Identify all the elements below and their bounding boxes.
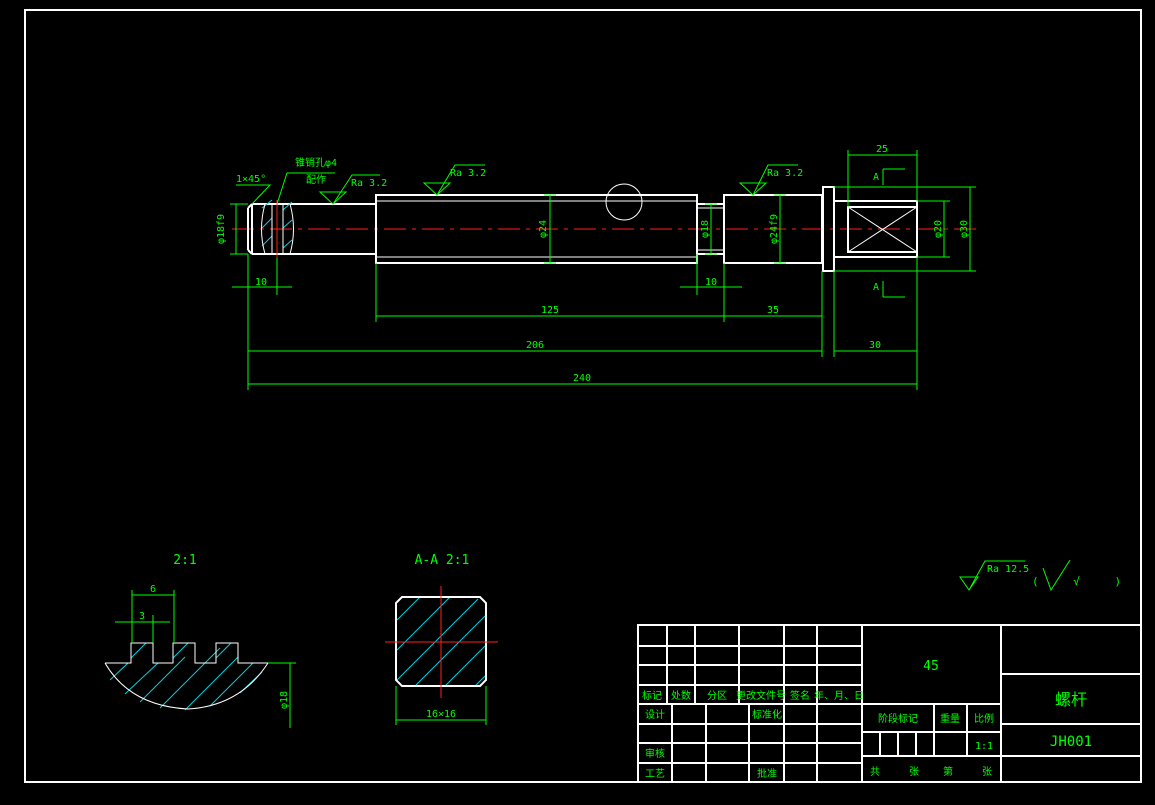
dim-shaft: 206 bbox=[526, 340, 544, 351]
sheets-total: 共 bbox=[870, 766, 880, 778]
pin-hole-hatch bbox=[261, 199, 293, 249]
dim-middle: 125 bbox=[541, 305, 559, 316]
design-label: 设计 bbox=[645, 708, 665, 721]
dimension-lines bbox=[230, 150, 976, 390]
hdr-mark: 标记 bbox=[642, 690, 662, 702]
pin-note-text: 配作 bbox=[306, 174, 326, 186]
flat-cross bbox=[847, 206, 918, 253]
scale-value: 1:1 bbox=[975, 741, 993, 752]
dim-overall: 240 bbox=[573, 373, 591, 384]
dim-pin-offset: 10 bbox=[255, 277, 267, 288]
section-title: A-A 2:1 bbox=[415, 553, 470, 568]
detail-pitch: 6 bbox=[150, 584, 156, 595]
detail-scale: 2:1 bbox=[173, 553, 196, 568]
square-flat bbox=[847, 206, 918, 253]
part-name: 螺杆 bbox=[1055, 690, 1087, 709]
sheet-no: 第 bbox=[943, 765, 953, 778]
dim-right: 35 bbox=[767, 305, 779, 316]
title-block: 标记 处数 分区 更改文件号 签名 年、月、日 设计 标准化 审核 工艺 批准 … bbox=[637, 624, 1142, 783]
sheet-unit2: 张 bbox=[982, 766, 992, 778]
pin-hole bbox=[261, 203, 294, 255]
detail-view: 2:1 6 3 φ18 bbox=[104, 553, 296, 728]
surface-roughness-note: Ra 12.5 ( √ ) bbox=[959, 559, 1135, 592]
dia-collar: φ30 bbox=[959, 220, 970, 238]
dia-square: φ20 bbox=[933, 220, 944, 238]
thread-root-lines bbox=[376, 200, 697, 258]
dim-square: 25 bbox=[876, 144, 888, 155]
hdr-zone: 分区 bbox=[707, 690, 727, 702]
shaft-main-view bbox=[232, 183, 980, 272]
dia-middle: φ24 bbox=[538, 220, 549, 238]
dimension-texts: 1×45° 锥销孔φ4 配作 Ra 3.2 Ra 3.2 Ra 3.2 φ18f… bbox=[216, 144, 970, 384]
detail-tooth: 3 bbox=[139, 611, 145, 622]
dia-neck: φ18 bbox=[700, 220, 711, 238]
stage-label: 阶段标记 bbox=[878, 712, 918, 725]
detail-dia: φ18 bbox=[279, 691, 290, 709]
section-size: 16×16 bbox=[426, 709, 456, 720]
drawing-border bbox=[24, 9, 1142, 783]
detail-circle bbox=[605, 183, 643, 221]
dia-left: φ18f9 bbox=[216, 214, 227, 244]
square-section bbox=[395, 596, 487, 687]
roughness-3: Ra 3.2 bbox=[767, 168, 803, 179]
material: 45 bbox=[923, 659, 939, 674]
roughness-other: ( √ ) bbox=[1032, 575, 1135, 588]
scale-label: 比例 bbox=[974, 712, 994, 725]
drawing-number: JH001 bbox=[1050, 734, 1092, 750]
hdr-sign: 签名 bbox=[790, 689, 810, 702]
approve-label: 批准 bbox=[757, 767, 777, 780]
dim-neck: 10 bbox=[705, 277, 717, 288]
standardize-label: 标准化 bbox=[752, 708, 782, 721]
process-label: 工艺 bbox=[645, 768, 665, 780]
hdr-doc: 更改文件号 bbox=[736, 689, 786, 702]
weight-label: 重量 bbox=[940, 712, 960, 725]
chamfer-text: 1×45° bbox=[236, 174, 266, 185]
roughness-general: Ra 12.5 bbox=[987, 564, 1029, 575]
dia-right: φ24f9 bbox=[769, 214, 780, 244]
left-journal bbox=[247, 203, 376, 255]
thread-profile bbox=[104, 642, 269, 710]
pin-hole-text: 锥销孔φ4 bbox=[295, 156, 337, 169]
dim-head: 30 bbox=[869, 340, 881, 351]
section-view: A-A 2:1 16×16 bbox=[385, 553, 498, 725]
hdr-date: 年、月、日 bbox=[814, 689, 864, 702]
section-mark-bottom: A bbox=[873, 282, 879, 293]
sheets-unit: 张 bbox=[909, 766, 919, 778]
section-mark-top: A bbox=[873, 172, 879, 183]
roughness-2: Ra 3.2 bbox=[450, 168, 486, 179]
hdr-count: 处数 bbox=[671, 689, 691, 702]
review-label: 审核 bbox=[645, 747, 665, 760]
roughness-1: Ra 3.2 bbox=[351, 178, 387, 189]
